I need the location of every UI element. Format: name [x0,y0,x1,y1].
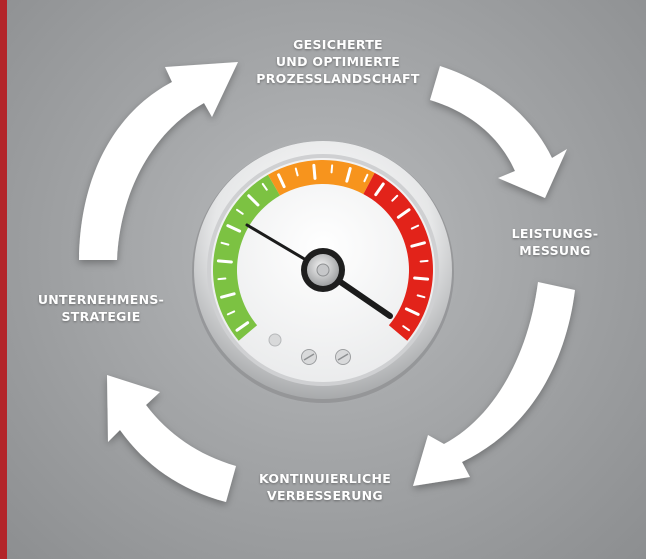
gauge-tick [416,294,426,299]
step-label-corporate-strategy: UNTERNEHMENS- STRATEGIE [37,292,165,324]
gauge-tick [220,241,230,246]
gauge-zone-green [213,174,280,341]
gauge-zones [213,160,433,341]
gauge-zone-orange [268,160,375,196]
gauge-tick [226,224,242,233]
cycle-arrow-right-bottom [413,282,575,486]
gauge-tick [226,310,236,316]
gauge-zone-red [363,172,433,341]
gauge-tick [419,259,429,263]
cycle-arrow-left-top [79,62,238,260]
gauge-tick [235,208,244,215]
step-label-continuous-improvement: KONTINUIERLICHE VERBESSERUNG [258,471,392,503]
gauge-tick [374,182,385,197]
gauge-tick [216,259,233,264]
left-accent-stripe [0,0,7,559]
gauge-tick [410,224,420,230]
gauge-tick [277,173,286,189]
gauge-tick [247,194,260,207]
gauge-tick [410,241,426,248]
cycle-arrow-bottom-left [107,375,236,502]
gauge-tick [217,277,227,281]
speedometer-gauge [192,141,454,403]
step-label-performance-measurement: LEISTUNGS- MESSUNG [511,226,599,258]
gauge-tick [413,276,430,281]
gauge-tick [330,164,334,174]
gauge-ticks [216,163,430,332]
gauge-tick [235,321,250,332]
gauge-tick [396,208,411,219]
gauge-tick [391,194,399,202]
gauge-tick [261,182,268,191]
gauge-tick [404,307,420,316]
step-label-process-landscape: GESICHERTE UND OPTIMIERTE PROZESSLANDSCH… [256,37,420,86]
gauge-tick [294,167,299,177]
cycle-arrow-top-right [430,66,567,198]
gauge-tick [363,173,369,183]
gauge-tick [312,163,317,180]
gauge-tick [345,167,352,183]
screw-left [301,349,317,365]
gauge-tick [402,325,411,332]
indicator-dot [268,333,282,347]
gauge-tick [220,292,236,299]
screw-right [335,349,351,365]
